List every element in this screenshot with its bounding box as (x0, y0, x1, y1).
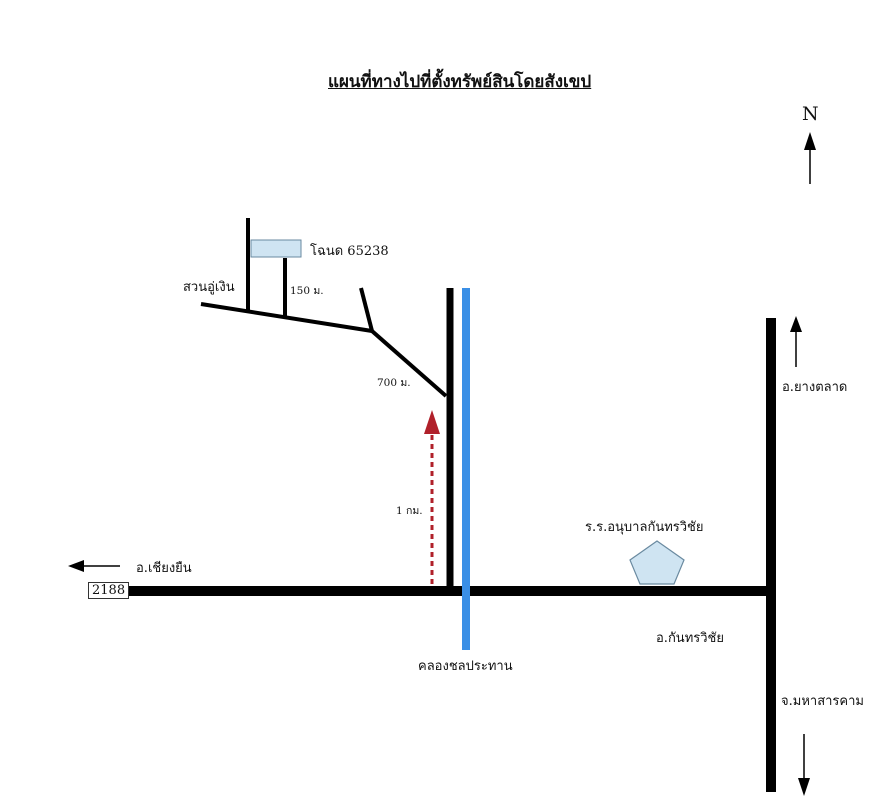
north-label: N (802, 103, 819, 125)
school-label: ร.ร.อนุบาลกันทรวิชัย (585, 520, 704, 535)
distance-150m-label: 150 ม. (290, 285, 324, 297)
diagonal-road (370, 329, 448, 398)
route-2188-label: 2188 (88, 582, 130, 599)
kantharawichai-label: อ.กันทรวิชัย (656, 631, 724, 646)
distance-700m-label: 700 ม. (377, 377, 411, 389)
school-pentagon-icon (629, 540, 685, 585)
chiang-yuen-label: อ.เชียงยืน (136, 561, 192, 576)
down-arrow-icon (798, 734, 810, 796)
west-lane (200, 302, 373, 333)
north-arrow-icon (804, 132, 816, 184)
yang-talat-label: อ.ยางตลาด (782, 380, 848, 395)
garden-label: สวนอู่เงิน (183, 280, 235, 295)
distance-1km-label: 1 กม. (396, 505, 423, 517)
branch-road (359, 287, 374, 332)
up-arrow-icon (790, 316, 802, 367)
route-arrow-icon (424, 410, 440, 584)
west-arrow-icon (68, 560, 120, 572)
maha-sarakham-label: จ.มหาสารคาม (781, 694, 864, 709)
map-title: แผนที่ทางไปที่ตั้งทรัพย์สินโดยสังเขป (328, 72, 592, 92)
canal-label: คลองชลประทาน (418, 659, 513, 674)
land-parcel (250, 239, 302, 258)
deed-label: โฉนด 65238 (310, 244, 389, 259)
